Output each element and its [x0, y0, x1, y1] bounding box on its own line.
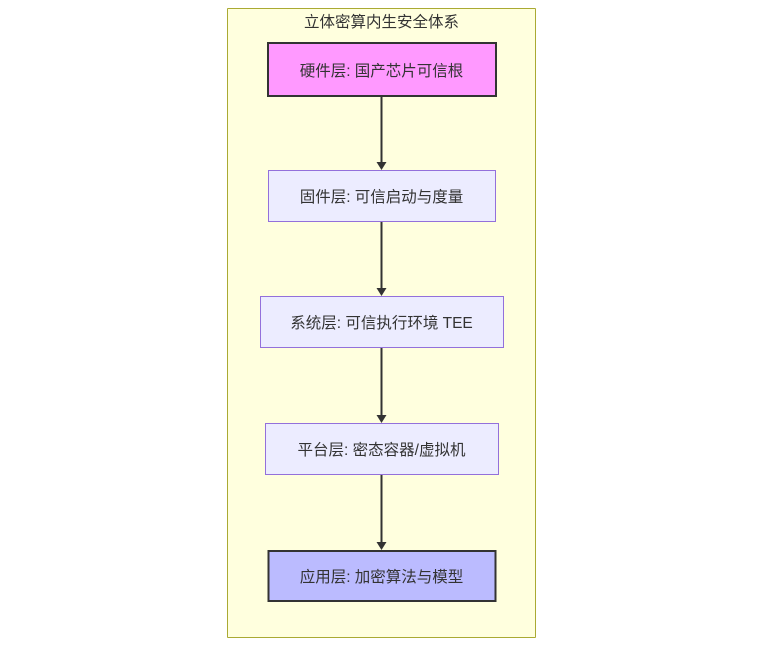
edge-line: [380, 475, 383, 542]
node-system-label: 系统层: 可信执行环境 TEE: [290, 315, 473, 332]
arrowhead-down-icon: [376, 162, 387, 170]
edge-arrow-2: [376, 222, 387, 296]
node-firmware-label: 固件层: 可信启动与度量: [299, 189, 464, 206]
arrowhead-down-icon: [376, 288, 387, 296]
edge-line: [380, 222, 383, 288]
edge-arrow-1: [376, 97, 387, 170]
node-application-label: 应用层: 加密算法与模型: [299, 569, 464, 586]
node-hardware-layer: 硬件层: 国产芯片可信根: [266, 42, 497, 97]
node-application-layer: 应用层: 加密算法与模型: [267, 550, 496, 602]
node-platform-layer: 平台层: 密态容器/虚拟机: [264, 423, 499, 475]
node-system-layer: 系统层: 可信执行环境 TEE: [259, 296, 504, 348]
node-hardware-label: 硬件层: 国产芯片可信根: [299, 62, 464, 80]
edge-arrow-3: [376, 348, 387, 423]
edge-arrow-4: [376, 475, 387, 550]
edge-line: [380, 97, 383, 162]
diagram-title: 立体密算内生安全体系: [303, 14, 459, 31]
arrowhead-down-icon: [376, 542, 387, 550]
edge-line: [380, 348, 383, 415]
node-platform-label: 平台层: 密态容器/虚拟机: [297, 442, 466, 459]
arrowhead-down-icon: [376, 415, 387, 423]
subgraph-container: 立体密算内生安全体系 硬件层: 国产芯片可信根 固件层: 可信启动与度量 系统层…: [227, 8, 536, 638]
node-firmware-layer: 固件层: 可信启动与度量: [267, 170, 496, 222]
